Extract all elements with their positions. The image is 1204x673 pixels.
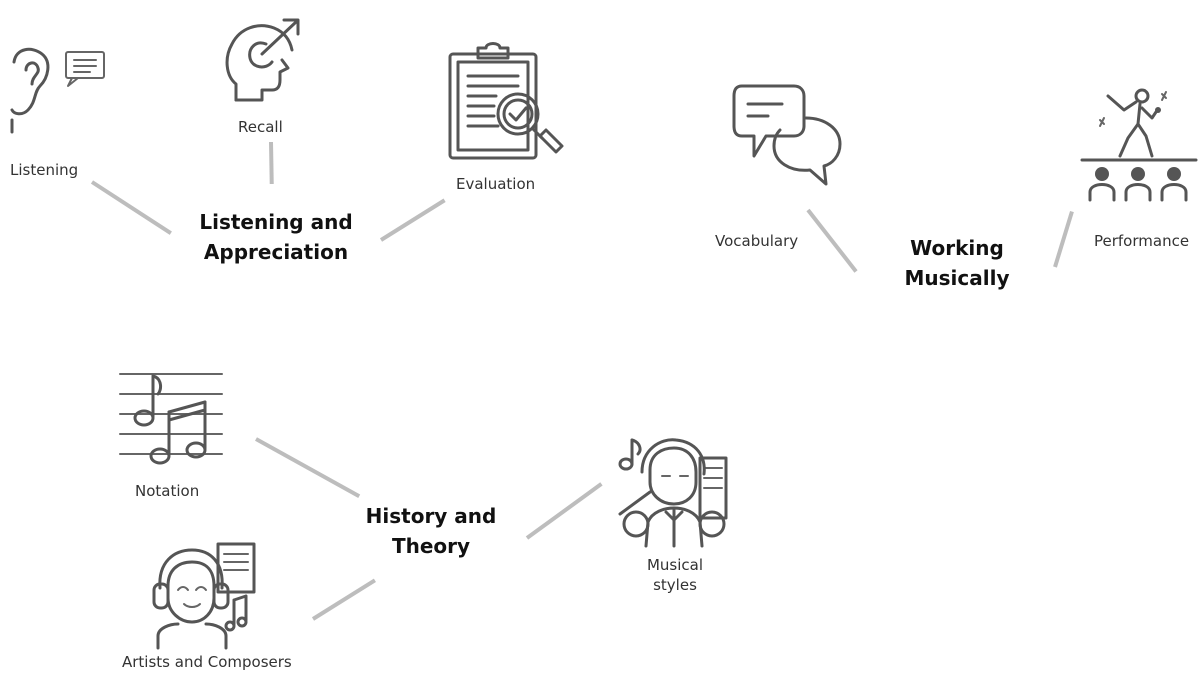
hub-listening-appreciation: Listening and Appreciation xyxy=(186,207,366,267)
connector-artists xyxy=(311,578,376,621)
node-label-musical-styles: Musical styles xyxy=(640,556,710,595)
connector-vocabulary xyxy=(806,208,858,273)
node-label-vocabulary: Vocabulary xyxy=(715,232,799,250)
node-label-artists: Artists and Composers xyxy=(122,653,292,671)
node-label-evaluation: Evaluation xyxy=(456,175,536,193)
hub-working-musically: Working Musically xyxy=(882,233,1032,293)
connector-evaluation xyxy=(379,198,446,242)
conductor-icon xyxy=(616,432,732,548)
ear-speech-icon xyxy=(8,40,108,135)
music-staff-icon xyxy=(118,370,226,470)
musician-headphones-icon xyxy=(148,540,260,650)
styles-line: styles xyxy=(653,575,697,594)
connector-notation xyxy=(255,437,361,498)
head-memory-icon xyxy=(222,14,304,114)
connector-listening xyxy=(90,180,172,235)
node-label-performance: Performance xyxy=(1094,232,1190,250)
hub-line: History and xyxy=(365,504,497,528)
hub-line: Listening and xyxy=(199,210,353,234)
styles-line: Musical xyxy=(646,556,704,574)
node-label-recall: Recall xyxy=(238,118,283,136)
hub-history-theory: History and Theory xyxy=(346,501,516,561)
clipboard-magnifier-icon xyxy=(446,40,568,162)
hub-line: Appreciation xyxy=(203,240,349,264)
speech-bubbles-icon xyxy=(732,80,844,190)
node-label-notation: Notation xyxy=(135,482,200,500)
hub-line: Working xyxy=(910,236,1004,260)
hub-line: Theory xyxy=(391,534,471,558)
node-label-listening: Listening xyxy=(10,161,79,179)
connector-performance xyxy=(1053,210,1074,268)
connector-recall xyxy=(269,141,274,185)
connector-styles xyxy=(525,482,603,540)
singer-stage-icon xyxy=(1080,84,1198,202)
hub-line: Musically xyxy=(904,266,1010,290)
